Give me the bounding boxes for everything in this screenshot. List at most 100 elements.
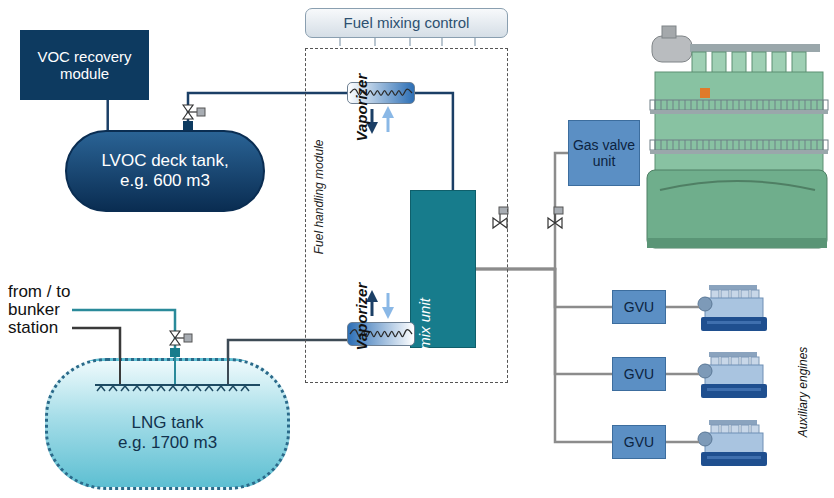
valve-symbols [170, 348, 180, 357]
node-label: LVOC deck tank, e.g. 600 m3 [95, 151, 235, 190]
source-note: from / to bunker station [8, 283, 72, 337]
flow-arrows [371, 296, 374, 316]
valve-symbols [170, 331, 192, 345]
valve-unit-box: GVU [612, 425, 666, 459]
main-engine [732, 52, 746, 74]
valve-symbols [493, 207, 508, 228]
node-label: Gas valve unit [569, 137, 639, 169]
node-label: GVU [624, 299, 654, 315]
tank-shape: LVOC deck tank, e.g. 600 m3 [65, 130, 265, 212]
spray-header [157, 386, 165, 391]
spray-header [133, 386, 141, 391]
control-ticks [409, 38, 410, 46]
node-label: LNG tank e.g. 1700 m3 [116, 413, 220, 452]
spray-header [145, 386, 153, 391]
node-label: Fuel handling module [313, 122, 327, 272]
group-label: Auxiliary engines [796, 332, 810, 452]
control-ticks [374, 38, 375, 46]
auxiliary-engine-pictures [698, 285, 767, 466]
spray-header [174, 358, 176, 385]
spray-header [97, 386, 105, 391]
engine-feed-lines [666, 307, 699, 442]
engine-feed-lines [666, 441, 699, 444]
flow-arrows [387, 293, 390, 313]
engine-feed-lines [666, 306, 699, 309]
main-engine [652, 36, 692, 62]
main-engine [660, 181, 815, 190]
spray-header [95, 358, 260, 391]
auxiliary-engine-pictures [698, 352, 767, 398]
node-label: GVU [624, 366, 654, 382]
spray-header [229, 386, 237, 391]
main-engine [700, 88, 710, 98]
spray-header [119, 358, 121, 385]
pipe-connector [476, 269, 612, 442]
node-label: Vaporizer [353, 33, 370, 183]
flow-arrows [372, 109, 388, 316]
valve-unit-box: Gas valve unit [568, 120, 640, 186]
node-label: VOC recovery module [20, 48, 149, 83]
spray-header [169, 386, 177, 391]
control-box: Fuel mixing control [305, 8, 508, 38]
control-ticks [339, 38, 340, 46]
main-engine [650, 140, 828, 150]
control-ticks [441, 38, 442, 46]
node-label: Vaporizer [353, 242, 370, 392]
main-engine [690, 44, 820, 52]
module-box: VOC recovery module [20, 30, 149, 100]
vaporizer-box: Vaporizer [347, 322, 415, 346]
main-engine [752, 52, 766, 74]
vaporizer-box: Vaporizer [347, 82, 415, 104]
main-engine [712, 52, 726, 74]
main-engine [692, 52, 706, 74]
main-engine [655, 72, 823, 172]
engine-feed-lines [666, 373, 699, 376]
tank-shape: LNG tank e.g. 1700 m3 [45, 358, 290, 490]
flow-arrows [371, 109, 374, 128]
process-box: Fuel mix unit [410, 190, 476, 348]
bunker-lines [72, 328, 120, 360]
pipe-connector [476, 153, 568, 269]
spray-header [227, 358, 229, 385]
spray-header [109, 386, 117, 391]
pipe-connector [228, 340, 347, 360]
node-label: GVU [624, 434, 654, 450]
valve-unit-box: GVU [612, 290, 666, 324]
spray-header [217, 386, 225, 391]
pipe-connector [188, 93, 347, 130]
valve-symbols [183, 121, 193, 130]
pipe-connector [476, 269, 612, 374]
pipe-connector [106, 100, 109, 130]
auxiliary-engine-pictures [698, 420, 767, 466]
main-engine [650, 100, 828, 110]
spray-header [121, 386, 129, 391]
main-engine [792, 52, 806, 74]
spray-header [205, 386, 213, 391]
main-engine [650, 110, 828, 114]
control-ticks [340, 38, 475, 46]
control-ticks [474, 38, 475, 46]
bunker-lines [72, 310, 175, 360]
pipe-connector [415, 93, 453, 190]
pipe-connector [476, 269, 612, 307]
spray-header [241, 386, 249, 391]
main-engine [647, 26, 828, 248]
bunker-lines [72, 310, 175, 360]
valve-unit-box: GVU [612, 357, 666, 391]
main-engine [650, 150, 828, 154]
spray-header [181, 386, 189, 391]
node-label: Fuel mix unit [416, 266, 433, 416]
valve-symbols [183, 105, 205, 119]
spray-header [95, 384, 260, 386]
flow-arrows [387, 112, 390, 132]
main-engine [647, 170, 827, 248]
spray-header [193, 386, 201, 391]
main-engine [662, 26, 676, 38]
node-label: Fuel mixing control [344, 14, 470, 31]
valve-symbols [548, 207, 563, 228]
group-frame: VaporizerFuel mix unitVaporizerFuel hand… [305, 48, 508, 383]
main-engine [647, 238, 827, 248]
auxiliary-engine-pictures [698, 285, 767, 331]
main-engine [772, 52, 786, 74]
